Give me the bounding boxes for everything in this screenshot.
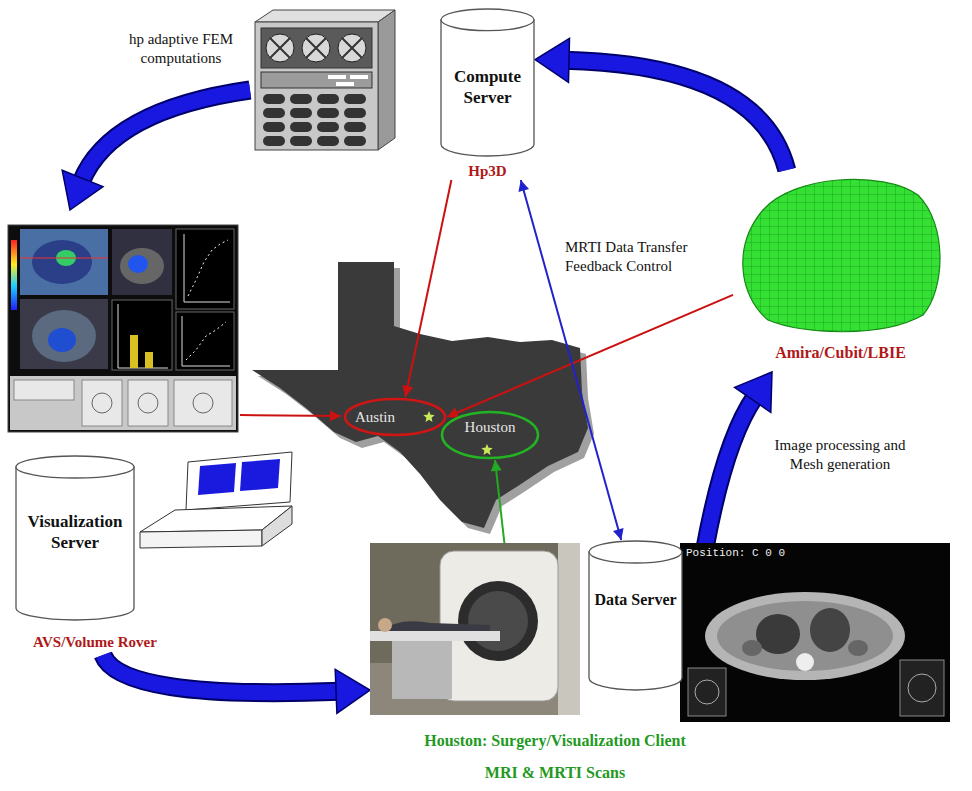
texas-map [252, 262, 594, 534]
software-label: Amira/Cubit/LBIE [733, 343, 948, 362]
arrow-head [535, 38, 570, 82]
server-name: Data Server [588, 590, 683, 610]
mesh-model: Amira/Cubit/LBIE [733, 170, 948, 362]
server-name: Visualization Server [15, 511, 135, 554]
data-server: Data Server [588, 540, 683, 690]
software-label: AVS/Volume Rover [15, 633, 175, 651]
process-note: Image processing and Mesh generation [770, 436, 910, 474]
connector [521, 180, 622, 540]
flow-arrow [103, 655, 370, 713]
visualization-screenshot [8, 225, 238, 432]
connector [405, 180, 451, 397]
connector [495, 460, 504, 543]
arrow-head [335, 669, 370, 713]
caption: Houston: Surgery/Visualization Client [424, 731, 686, 750]
connector-line [521, 180, 622, 540]
city-name: Houston [440, 418, 540, 436]
mesh-generation-arrow [705, 372, 772, 548]
visualization-server: Visualization ServerAVS/Volume Rover [15, 455, 175, 655]
software-label: Hp3D [440, 162, 535, 180]
arrow-body [103, 655, 340, 693]
city-ellipse: Austin [343, 397, 447, 437]
connector-line [495, 460, 504, 543]
arrow-outline [103, 655, 340, 693]
city-ellipse: Houston [440, 410, 540, 460]
edge-label: MRTI Data Transfer Feedback Control [565, 238, 705, 276]
server-rack [255, 10, 395, 150]
connector-line [405, 180, 451, 397]
mri-scanner-photo: Houston: Surgery/Visualization ClientMRI… [370, 543, 580, 715]
city-name: Austin [355, 408, 395, 426]
connector [447, 295, 733, 417]
connector-line [447, 295, 733, 417]
visualization-console [140, 452, 292, 548]
screenshot-arrow [240, 415, 341, 416]
flow-arrow [535, 38, 787, 170]
node-outline [370, 543, 580, 715]
caption: MRI & MRTI Scans [485, 763, 625, 782]
arrow-body [565, 60, 787, 170]
mri-scan-image [680, 543, 950, 722]
process-note: hp adaptive FEM computations [125, 30, 237, 68]
server-name: Compute Server [440, 66, 535, 109]
arrow-outline [565, 60, 787, 170]
node-outline [733, 170, 948, 335]
node-outline [588, 540, 683, 690]
compute-server: Compute ServerHp3D [440, 8, 535, 180]
flow-arrow [62, 90, 250, 210]
image-overlay-text: Position: C 0 0 [686, 547, 816, 560]
